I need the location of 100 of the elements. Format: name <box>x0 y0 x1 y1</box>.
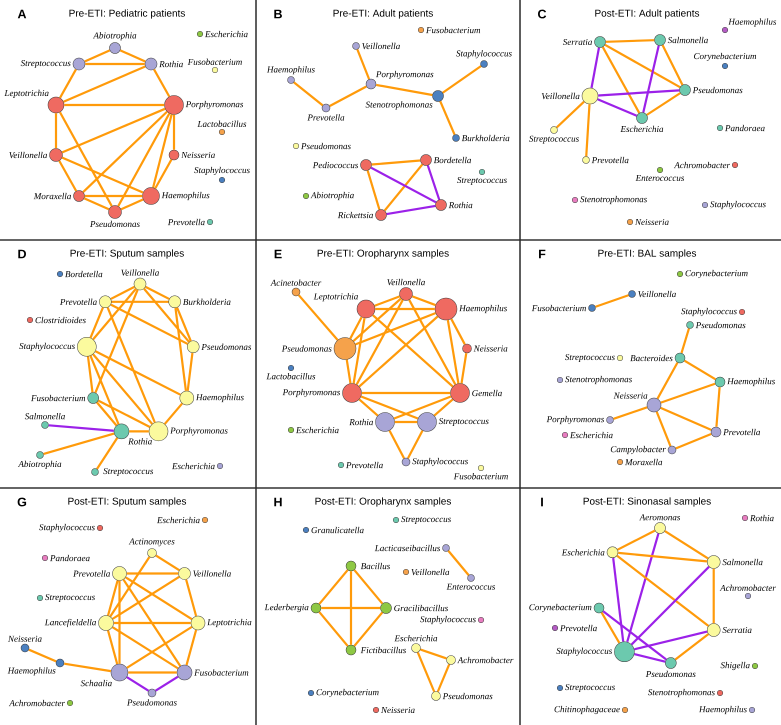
network-edge <box>680 328 690 354</box>
genus-label: Corynebacterium <box>694 52 756 61</box>
network-edge <box>642 45 660 113</box>
network-edge <box>616 554 710 627</box>
network-edge <box>602 610 667 660</box>
genus-label: Fictibacillus <box>360 646 406 654</box>
genus-label: Rothia <box>750 514 774 522</box>
genus-label: Enterococcus <box>446 584 496 590</box>
network-edge <box>394 396 452 420</box>
network-edge <box>346 359 352 384</box>
network-edge <box>164 402 183 425</box>
genus-label: Neisseria <box>634 218 669 226</box>
network-edge <box>656 362 678 400</box>
genus-label: Gracilibacillus <box>394 604 448 612</box>
genus-label: Enterococcus <box>636 175 684 181</box>
network-edge <box>118 580 121 664</box>
network-edge <box>360 396 418 420</box>
network-edge <box>62 108 166 154</box>
network-edge <box>634 630 708 650</box>
network-edge <box>349 316 363 340</box>
genus-label: Haemophilus <box>162 192 210 200</box>
network-edge <box>352 318 366 384</box>
network-edge <box>318 611 348 647</box>
network-edge <box>318 569 348 605</box>
network-edge <box>152 114 173 188</box>
genus-label: Haemophilus <box>698 706 747 714</box>
network-edge <box>82 110 168 193</box>
genus-label: Corynebacterium <box>316 688 379 698</box>
network-edge <box>356 299 404 385</box>
network-edge <box>122 578 182 667</box>
network-edge <box>715 387 721 427</box>
genus-label: Haemophilus <box>266 66 315 74</box>
network-edge <box>185 579 198 616</box>
genus-label: Veillonella <box>387 278 425 286</box>
network-edge <box>126 676 149 692</box>
genus-label: Haemophilus <box>196 394 244 402</box>
genus-label: Haemophilus <box>459 304 507 314</box>
network-edge <box>676 432 712 450</box>
network-edge <box>434 398 454 416</box>
genus-label: Escherichia <box>296 426 339 434</box>
network-edge <box>646 92 681 116</box>
network-edge <box>186 352 194 391</box>
genus-label: Serratia <box>722 626 752 634</box>
genus-label: Escherichia <box>172 462 215 470</box>
genus-label: Pseudomonas <box>126 699 177 706</box>
network-edge <box>358 398 378 416</box>
network-edge <box>43 432 114 456</box>
genus-label: Neisseria <box>181 152 215 158</box>
panel-title: Post-ETI: Sinonasal samples <box>584 497 711 507</box>
genus-label: Salmonella <box>24 412 65 420</box>
network-edge <box>94 350 181 396</box>
network-edge <box>110 304 188 345</box>
network-edge <box>354 612 384 647</box>
genus-label: Bacteroides <box>630 354 673 362</box>
genus-label: Veillonella <box>121 269 159 276</box>
genus-label: Pseudomonas <box>692 86 742 94</box>
network-edge <box>442 65 482 94</box>
panel-title: Post-ETI: Oropharynx samples <box>315 497 451 507</box>
network-edge <box>109 556 150 618</box>
genus-label: Bordetella <box>65 270 102 278</box>
network-edge <box>112 626 179 670</box>
network-edge <box>64 662 112 672</box>
network-edge <box>153 68 170 98</box>
genus-label: Staphylococcus <box>710 200 766 210</box>
genus-label: Rothia <box>159 60 183 68</box>
panel-letter: F <box>539 250 546 258</box>
genus-label: Lactobacillus <box>266 373 316 380</box>
panel-letter: A <box>18 10 26 18</box>
network-edge <box>85 62 145 66</box>
genus-label: Rickettsia <box>338 212 373 218</box>
network-edge <box>128 671 177 674</box>
network-edge <box>145 286 170 300</box>
network-edge <box>358 316 438 388</box>
genus-label: Schaalia <box>80 680 112 686</box>
network-edge <box>110 286 135 300</box>
genus-label: Neisseria <box>474 345 508 352</box>
network-edge <box>388 430 405 459</box>
genus-label: Escherichia <box>394 634 438 642</box>
genus-label: Salmonella <box>722 558 763 566</box>
genus-label: Streptococcus <box>565 684 615 692</box>
network-edge <box>94 289 139 394</box>
network-edge <box>321 606 380 610</box>
genus-label: Fusobacterium <box>426 26 480 34</box>
network-edge <box>656 411 672 446</box>
genus-label: Staphylococcus <box>456 50 512 58</box>
network-edge <box>394 420 418 424</box>
genus-label: Streptococcus <box>438 418 489 426</box>
network-edge <box>350 571 352 645</box>
genus-label: Chitinophagaceae <box>554 706 620 714</box>
genus-label: Stenotrophomonas <box>366 101 432 110</box>
network-edge <box>448 550 470 576</box>
panel-title: Pre-ETI: Adult patients <box>334 9 433 19</box>
panel-letter: B <box>274 10 282 18</box>
genus-label: Gemella <box>472 390 502 396</box>
network-edge <box>114 622 191 624</box>
genus-label: Pediococcus <box>312 162 358 168</box>
genus-label: Lederbergia <box>264 604 308 612</box>
network-edge <box>618 552 708 562</box>
genus-label: Achromobacter <box>457 656 514 664</box>
genus-label: Staphylococcus <box>39 524 95 532</box>
